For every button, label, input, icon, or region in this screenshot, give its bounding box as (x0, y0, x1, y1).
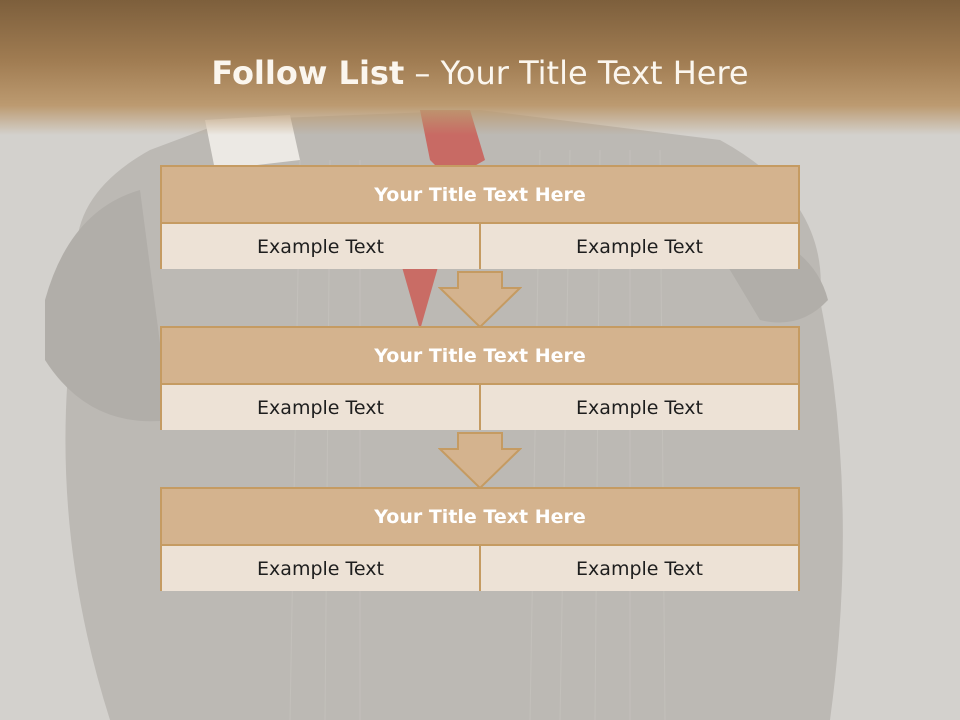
slide-title: Follow List – Your Title Text Here (0, 54, 960, 92)
step-title: Your Title Text Here (162, 167, 798, 222)
step-cell-right: Example Text (481, 224, 798, 269)
step-cell-right: Example Text (481, 385, 798, 430)
step-block-2: Your Title Text Here Example Text Exampl… (160, 326, 800, 430)
step-title: Your Title Text Here (162, 328, 798, 383)
step-block-1: Your Title Text Here Example Text Exampl… (160, 165, 800, 269)
step-title: Your Title Text Here (162, 489, 798, 544)
slide-title-rest: – Your Title Text Here (404, 54, 749, 92)
title-banner (0, 0, 960, 135)
step-cell-left: Example Text (162, 385, 479, 430)
slide-title-bold: Follow List (211, 54, 405, 92)
step-block-3: Your Title Text Here Example Text Exampl… (160, 487, 800, 591)
step-cell-right: Example Text (481, 546, 798, 591)
down-arrow-icon (438, 432, 522, 490)
step-cell-left: Example Text (162, 224, 479, 269)
down-arrow-icon (438, 271, 522, 329)
step-cell-left: Example Text (162, 546, 479, 591)
